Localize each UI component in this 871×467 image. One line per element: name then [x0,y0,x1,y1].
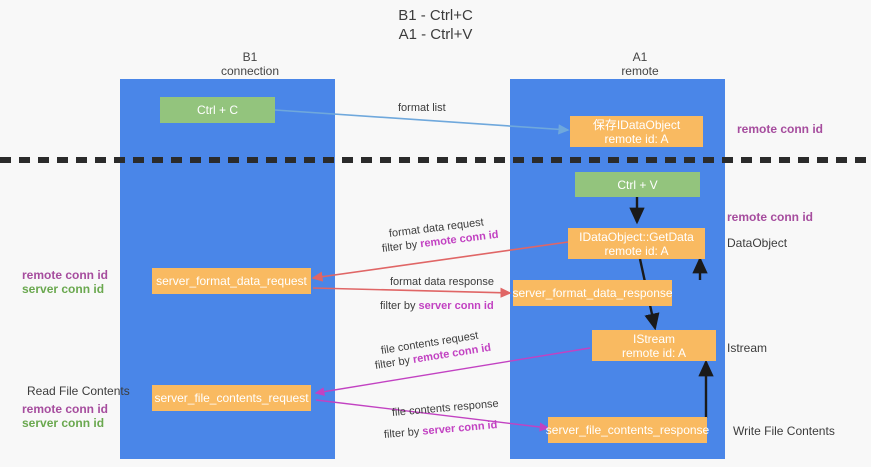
annotation-istream: Istream [727,341,768,355]
node-server-format-data-request[interactable]: server_format_data_request [152,268,311,294]
node-ctrl-c[interactable]: Ctrl + C [160,97,275,123]
filter-prefix: filter by [383,425,423,441]
filter-key-server-conn-id: server conn id [421,419,498,438]
node-server-file-contents-response[interactable]: server_file_contents_response [546,417,709,443]
filter-prefix: filter by [374,354,414,372]
node-ctrl-v[interactable]: Ctrl + V [575,172,700,197]
annotation-remote-conn-id-top: remote conn id [737,122,824,136]
node-idataobject-getdata[interactable]: IDataObject::GetData remote id: A [568,228,705,259]
annotation-left-server-conn-id-bottom: server conn id [22,416,105,430]
edge-label-file-contents-response-filter: filter by server conn id [383,418,498,442]
annotation-dataobject: DataObject [727,236,788,250]
edge-label-format-list: format list [398,102,446,114]
edge-label-format-data-response: format data response [390,276,494,288]
annotation-left-server-conn-id-mid: server conn id [22,282,105,296]
edge-label-file-contents-response: file contents response [391,397,500,419]
annotation-remote-conn-id-mid: remote conn id [727,210,814,224]
filter-prefix: filter by [381,238,421,255]
phase-divider [0,157,871,163]
filter-prefix: filter by [380,300,419,312]
filter-key-server-conn-id: server conn id [418,300,494,312]
annotation-write-file-contents: Write File Contents [733,424,835,438]
node-save-idataobject[interactable]: 保存IDataObject remote id: A [570,116,703,147]
column-header-b1: B1 connection [220,50,280,78]
page-title: B1 - Ctrl+C A1 - Ctrl+V [398,7,473,43]
annotation-read-file-contents: Read File Contents [27,384,130,398]
node-server-file-contents-request[interactable]: server_file_contents_request [152,385,311,411]
edge-label-format-data-response-filter: filter by server conn id [380,299,494,313]
annotation-left-remote-conn-id-mid: remote conn id [22,268,109,282]
node-istream[interactable]: IStream remote id: A [592,330,716,361]
column-header-a1: A1 remote [621,50,659,78]
node-server-format-data-response[interactable]: server_format_data_response [512,280,673,306]
annotation-left-remote-conn-id-bottom: remote conn id [22,402,109,416]
